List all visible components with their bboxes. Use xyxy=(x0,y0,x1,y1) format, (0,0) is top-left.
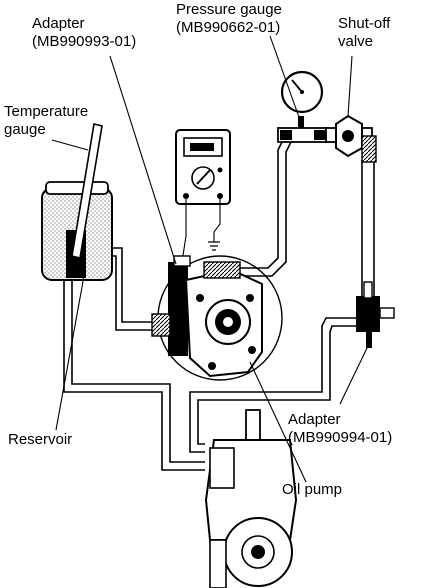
temperature-gauge-probe xyxy=(71,123,103,271)
pressure-gauge-part-number: (MB990662-01) xyxy=(176,19,280,36)
oil-pump-assembly xyxy=(151,255,283,381)
leader-lines xyxy=(51,35,369,483)
steering-gear-box xyxy=(204,409,298,588)
reservoir-label: Reservoir xyxy=(8,431,72,448)
adapter-bottom-label: Adapter xyxy=(288,411,341,428)
adapter-bottom-part-number: (MB990994-01) xyxy=(288,429,392,446)
oil-pump-label: Oil pump xyxy=(282,481,342,498)
hose-lines xyxy=(63,137,375,471)
shutoff-valve xyxy=(325,114,377,163)
lower-adapter xyxy=(356,281,395,348)
pressure-gauge xyxy=(277,70,329,143)
pressure-gauge-label: Pressure gauge xyxy=(176,1,282,18)
adapter-top-label: Adapter xyxy=(32,15,85,32)
temperature-gauge-label-line1: Temperature xyxy=(4,103,88,120)
shutoff-valve-label-line2: valve xyxy=(338,33,373,50)
shutoff-valve-label-line1: Shut-off xyxy=(338,15,391,32)
temperature-gauge-label-line2: gauge xyxy=(4,121,46,138)
adapter-top-part-number: (MB990993-01) xyxy=(32,33,136,50)
multimeter xyxy=(175,129,231,263)
